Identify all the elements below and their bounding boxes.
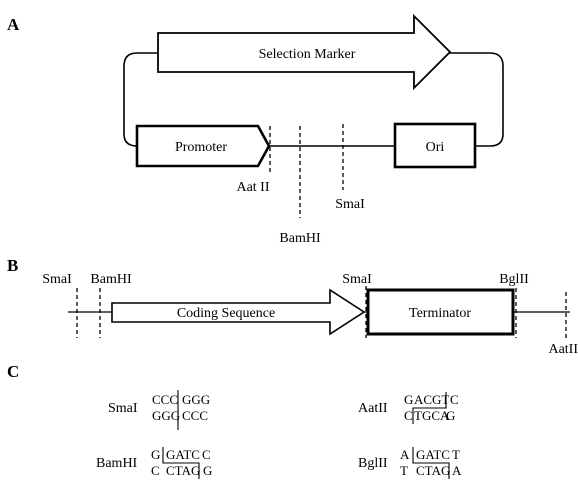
bamhi-enzyme-name: BamHI — [96, 456, 138, 471]
aatii-recognition-site: AatII G ACGT C C TGCA G — [358, 392, 459, 424]
right-aatii-label: AatII — [548, 342, 578, 357]
ori-box — [393, 122, 477, 169]
bamhi-cut-line — [162, 447, 200, 479]
bamhi-recognition-site: BamHI G GATC C C CTAG G — [96, 447, 212, 479]
aatii-top-right: C — [450, 392, 459, 407]
bglii-bottom-mid: CTAG — [416, 463, 450, 478]
smai-bottom-left: GGG — [152, 408, 180, 423]
bglii-cut-line — [412, 447, 450, 479]
bamhi-top-right: C — [202, 447, 211, 462]
panel-b-label: B — [7, 256, 18, 275]
coding-sequence-label: Coding Sequence — [177, 306, 275, 321]
aatii-cut-line — [412, 392, 447, 424]
plasmid-backbone — [123, 52, 158, 147]
smai-top-left: CCC — [152, 392, 178, 407]
promoter-arrow — [135, 124, 271, 168]
panel-c-label: C — [7, 362, 19, 381]
aatii-bottom-left: C — [404, 408, 413, 423]
aatii-top-left: G — [404, 392, 413, 407]
panel-a-label: A — [7, 15, 20, 34]
bglii-recognition-site: BglII A GATC T T CTAG A — [358, 447, 462, 479]
gene-construct — [68, 286, 570, 338]
bglii-top-right: T — [452, 447, 460, 462]
right-smai-label: SmaI — [342, 272, 372, 287]
bglii-bottom-right: A — [452, 463, 462, 478]
bamhi-top-left: G — [151, 447, 160, 462]
bglii-top-mid: GATC — [416, 447, 450, 462]
selection-marker-label: Selection Marker — [259, 47, 356, 62]
coding-sequence-arrow — [111, 288, 366, 336]
bglii-bottom-left: T — [400, 463, 408, 478]
smai-enzyme-name: SmaI — [108, 401, 138, 416]
aatii-enzyme-name: AatII — [358, 401, 388, 416]
bglii-enzyme-name: BglII — [358, 456, 388, 471]
bamhi-top-mid: GATC — [166, 447, 200, 462]
terminator-box — [366, 288, 515, 336]
aatii-bottom-right: G — [446, 408, 455, 423]
bamhi-bottom-left: C — [151, 463, 160, 478]
smai-site-label: SmaI — [335, 197, 365, 212]
aatii-top-mid: ACGT — [414, 392, 449, 407]
bglii-label: BglII — [499, 272, 529, 287]
promoter-label: Promoter — [175, 140, 227, 155]
bamhi-bottom-right: G — [203, 463, 212, 478]
left-smai-label: SmaI — [42, 272, 72, 287]
plasmid-map — [123, 13, 504, 218]
ori-label: Ori — [426, 140, 445, 155]
terminator-label: Terminator — [409, 306, 471, 321]
plasmid-backbone-right — [449, 52, 504, 147]
aatii-site-label: Aat II — [236, 180, 269, 195]
smai-bottom-right: CCC — [182, 408, 208, 423]
left-bamhi-label: BamHI — [90, 272, 132, 287]
bamhi-bottom-mid: CTAG — [166, 463, 200, 478]
bamhi-site-label: BamHI — [279, 231, 321, 246]
smai-top-right: GGG — [182, 392, 210, 407]
bglii-top-left: A — [400, 447, 410, 462]
smai-recognition-site: SmaI CCC GGG GGG CCC — [108, 390, 210, 430]
aatii-bottom-mid: TGCA — [414, 408, 450, 423]
selection-marker-arrow — [157, 13, 452, 91]
